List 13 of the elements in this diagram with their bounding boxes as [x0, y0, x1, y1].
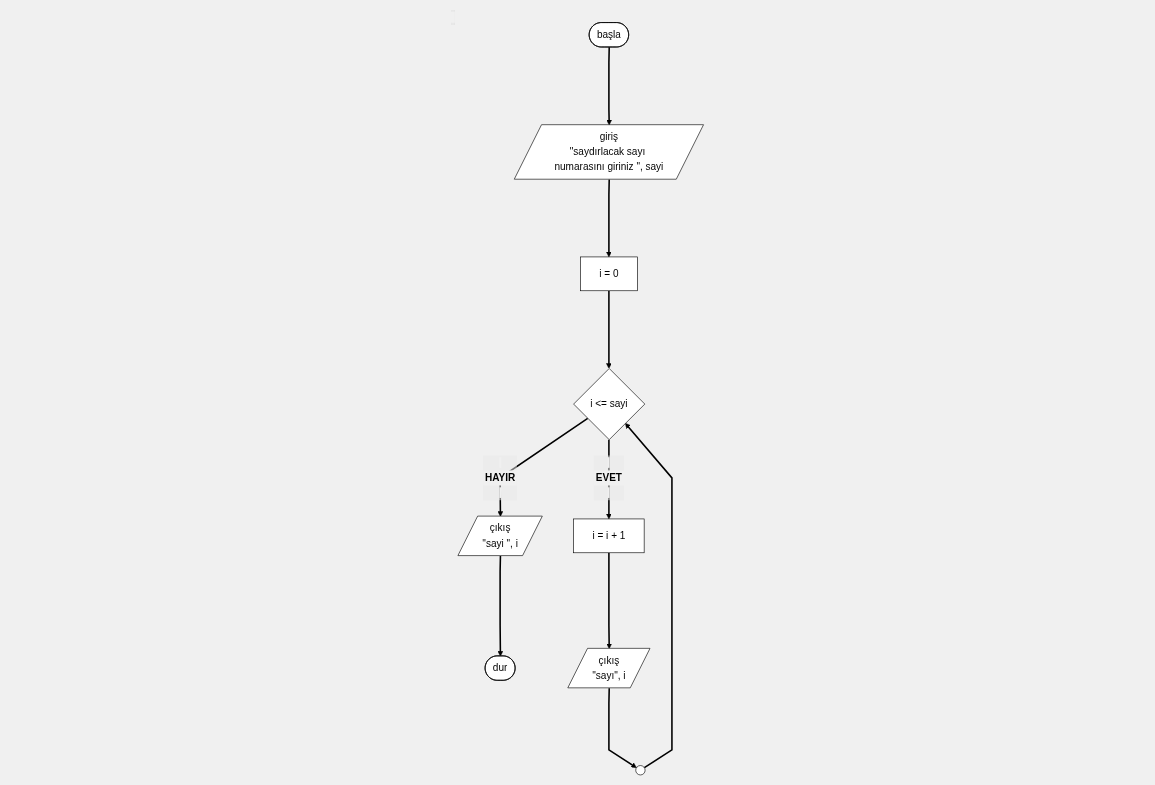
arrow [625, 423, 673, 769]
node-circle [635, 765, 646, 776]
arrow [606, 290, 612, 369]
arrow [497, 555, 504, 657]
arrow [608, 687, 637, 768]
node-box: i = i + 1 [573, 518, 645, 554]
arrow [606, 552, 613, 649]
edge-label: HAYIR [485, 472, 516, 483]
arrow [606, 178, 612, 258]
node-box: i = 0 [580, 256, 638, 292]
arrow [606, 46, 613, 126]
node-diamond: i <= sayi [573, 368, 646, 440]
edge-label: EVET [596, 472, 623, 483]
